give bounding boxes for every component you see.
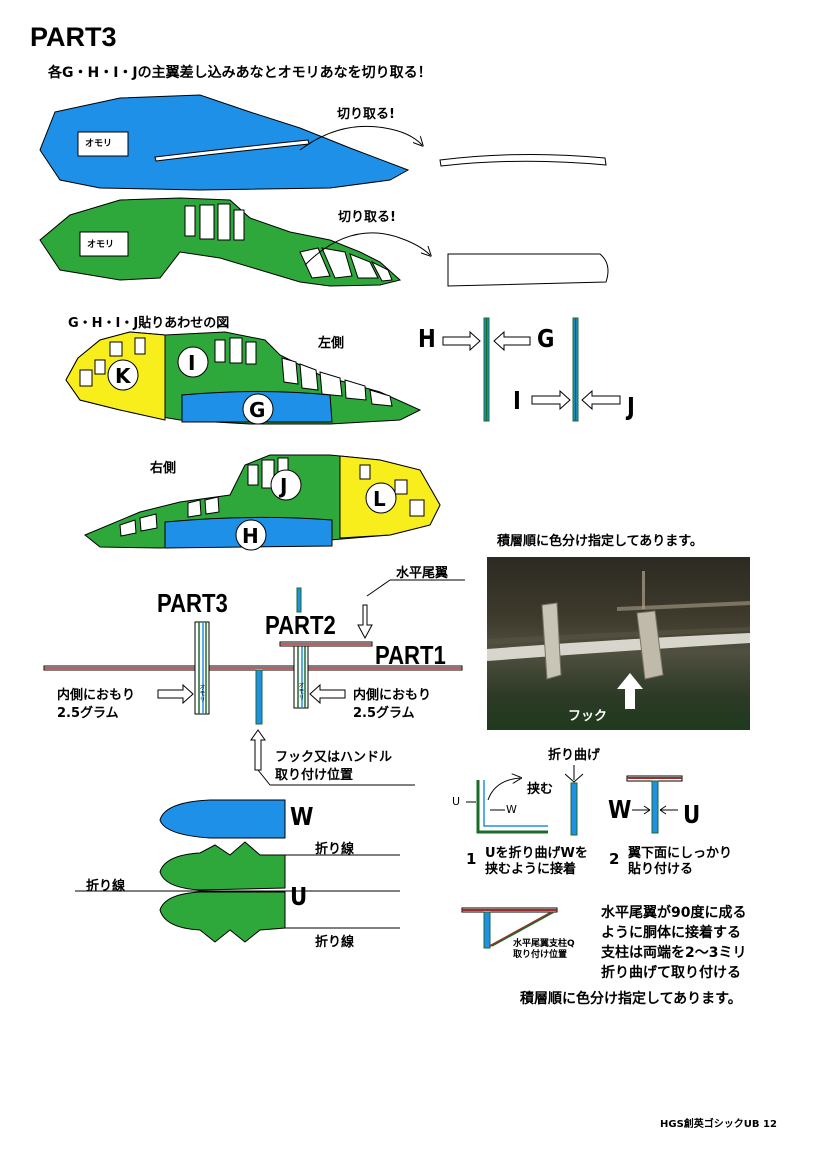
weight-small-left: オモリ xyxy=(198,684,205,702)
cut-slot-piece-1 xyxy=(439,153,607,167)
hook-label: フック xyxy=(568,709,608,724)
strut-diagram xyxy=(461,907,558,949)
step2-line2: 貼り付ける xyxy=(628,862,694,877)
strut-note-3: 支柱は両端を2〜3ミリ xyxy=(601,945,747,961)
left-side-assembly xyxy=(65,331,422,425)
step2-w: W xyxy=(608,795,632,824)
right-side-label: 右側 xyxy=(150,461,177,476)
fold-step-diagram xyxy=(466,765,683,836)
blue-fuselage-piece xyxy=(39,94,422,191)
cut-label-2: 切り取る! xyxy=(338,210,396,225)
circle-j xyxy=(270,469,302,501)
step-u-small: U xyxy=(452,795,461,808)
step1-line1: Uを折り曲げWを xyxy=(485,846,588,861)
weight-right-label: 内側におもり xyxy=(353,688,432,703)
lamination-h: H xyxy=(418,324,436,353)
hook-position-label-1: フック又はハンドル xyxy=(275,750,393,765)
tail-u-label: U xyxy=(290,882,308,911)
weight-right-amount: 2.5グラム xyxy=(353,706,415,721)
lamination-g: G xyxy=(537,324,555,353)
step2-u: U xyxy=(683,800,701,829)
step1-line2: 挟むように接着 xyxy=(485,862,577,877)
strut-note-4: 折り曲げて取り付ける xyxy=(601,965,741,981)
hook-position-label-2: 取り付け位置 xyxy=(275,768,354,783)
strut-note-2: ように胴体に接着する xyxy=(601,925,741,941)
part2-label: PART2 xyxy=(265,610,336,640)
strut-note-1: 水平尾翼が90度に成る xyxy=(601,905,747,921)
tail-w-label: W xyxy=(290,802,314,831)
circle-g xyxy=(242,393,274,425)
stabilizer-label: 水平尾翼 xyxy=(396,566,449,581)
fold-label: 折り曲げ xyxy=(548,748,601,763)
instruction-text: 各G・H・I・Jの主翼差し込みあなとオモリあなを切り取る！ xyxy=(48,65,432,81)
part1-label: PART1 xyxy=(375,640,446,670)
letter-g: G xyxy=(249,398,266,422)
part3-label: PART3 xyxy=(157,588,228,618)
letter-k: K xyxy=(115,364,131,388)
weight-small-right: オモリ xyxy=(297,682,304,700)
fold-line-bottom: 折り線 xyxy=(315,935,355,950)
weight-tag-1: オモリ xyxy=(85,139,113,149)
step1-number: 1 xyxy=(466,850,477,868)
weight-left-label: 内側におもり xyxy=(57,688,136,703)
fold-line-left: 折り線 xyxy=(86,879,126,894)
assembly-caption: G・H・I・J貼りあわせの図 xyxy=(68,316,230,331)
step-w-small: W xyxy=(506,803,517,816)
page-footer: HGS創英ゴシックUB 12 xyxy=(660,1119,777,1130)
circle-i xyxy=(177,346,209,378)
fold-line-top: 折り線 xyxy=(315,842,355,857)
tail-pieces xyxy=(75,799,400,943)
lamination-j: J xyxy=(627,392,635,421)
left-side-label: 左側 xyxy=(318,336,345,351)
model-photo xyxy=(487,557,750,730)
color-note-top: 積層順に色分け指定してあります。 xyxy=(497,534,703,549)
letter-i: I xyxy=(188,351,196,375)
strut-label-2: 取り付け位置 xyxy=(513,950,568,960)
color-note-bottom: 積層順に色分け指定してあります。 xyxy=(520,991,742,1007)
cut-slot-piece-2 xyxy=(447,253,609,287)
lamination-i: I xyxy=(513,386,521,415)
page-title: PART3 xyxy=(30,22,117,52)
weight-tag-2: オモリ xyxy=(87,240,115,250)
step2-number: 2 xyxy=(609,850,620,868)
side-view-diagram xyxy=(43,579,465,786)
cut-label-1: 切り取る! xyxy=(337,107,395,122)
lamination-diagram xyxy=(442,317,621,422)
circle-k xyxy=(107,359,139,391)
letter-h: H xyxy=(242,524,259,548)
strut-label-1: 水平尾翼支柱Q xyxy=(513,939,575,949)
green-fuselage-piece xyxy=(39,197,430,287)
circle-h xyxy=(235,519,267,551)
circle-l xyxy=(365,482,397,514)
letter-l: L xyxy=(373,487,386,511)
step2-line1: 翼下面にしっかり xyxy=(628,846,733,861)
clamp-label: 挟む xyxy=(527,782,554,797)
letter-j: J xyxy=(280,474,288,498)
weight-left-amount: 2.5グラム xyxy=(57,706,119,721)
